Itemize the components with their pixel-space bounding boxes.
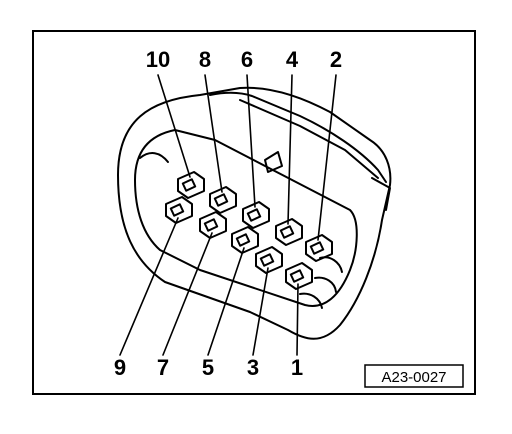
pin-cavity-3 [255, 246, 283, 274]
pin-cavity-4 [275, 218, 303, 246]
pin-cavity-8 [209, 186, 237, 214]
pin-cavity-2 [305, 234, 333, 262]
leader-line-pin-9 [119, 217, 179, 356]
leader-line-pin-8 [204, 74, 223, 193]
pin-label-5: 5 [202, 355, 214, 380]
pin-label-9: 9 [114, 355, 126, 380]
pin-label-7: 7 [157, 355, 169, 380]
leader-line-pin-2 [317, 74, 337, 241]
leader-line-pin-1 [296, 283, 299, 356]
pin-label-8: 8 [199, 47, 211, 72]
pin-cavity-10 [177, 171, 205, 199]
leader-line-pin-7 [162, 232, 213, 356]
reference-code: A23-0027 [381, 369, 446, 386]
leader-line-pin-10 [157, 74, 191, 178]
leader-line-pin-5 [207, 247, 245, 356]
leader-line-pin-6 [246, 74, 256, 208]
pin-label-1: 1 [291, 355, 303, 380]
pin-label-3: 3 [247, 355, 259, 380]
reference-box: A23-0027 [364, 364, 464, 388]
pin-label-10: 10 [146, 47, 170, 72]
pin-cavity-9 [165, 196, 193, 224]
reference-box-frame [364, 364, 464, 388]
leader-line-pin-3 [252, 267, 269, 356]
pin-cavity-1 [285, 262, 313, 290]
figure-frame [32, 30, 476, 395]
pin-cavities [165, 171, 333, 290]
pin-label-2: 2 [330, 47, 342, 72]
leader-line-pin-4 [287, 74, 293, 225]
connector-housing [117, 86, 392, 340]
leader-lines [119, 74, 337, 356]
pin-labels: 10 8 6 4 2 9 7 5 3 1 [114, 47, 342, 380]
pin-cavity-7 [199, 211, 227, 239]
pin-cavity-6 [242, 201, 270, 229]
pin-label-6: 6 [241, 47, 253, 72]
pin-label-4: 4 [286, 47, 299, 72]
pin-cavity-5 [231, 226, 259, 254]
